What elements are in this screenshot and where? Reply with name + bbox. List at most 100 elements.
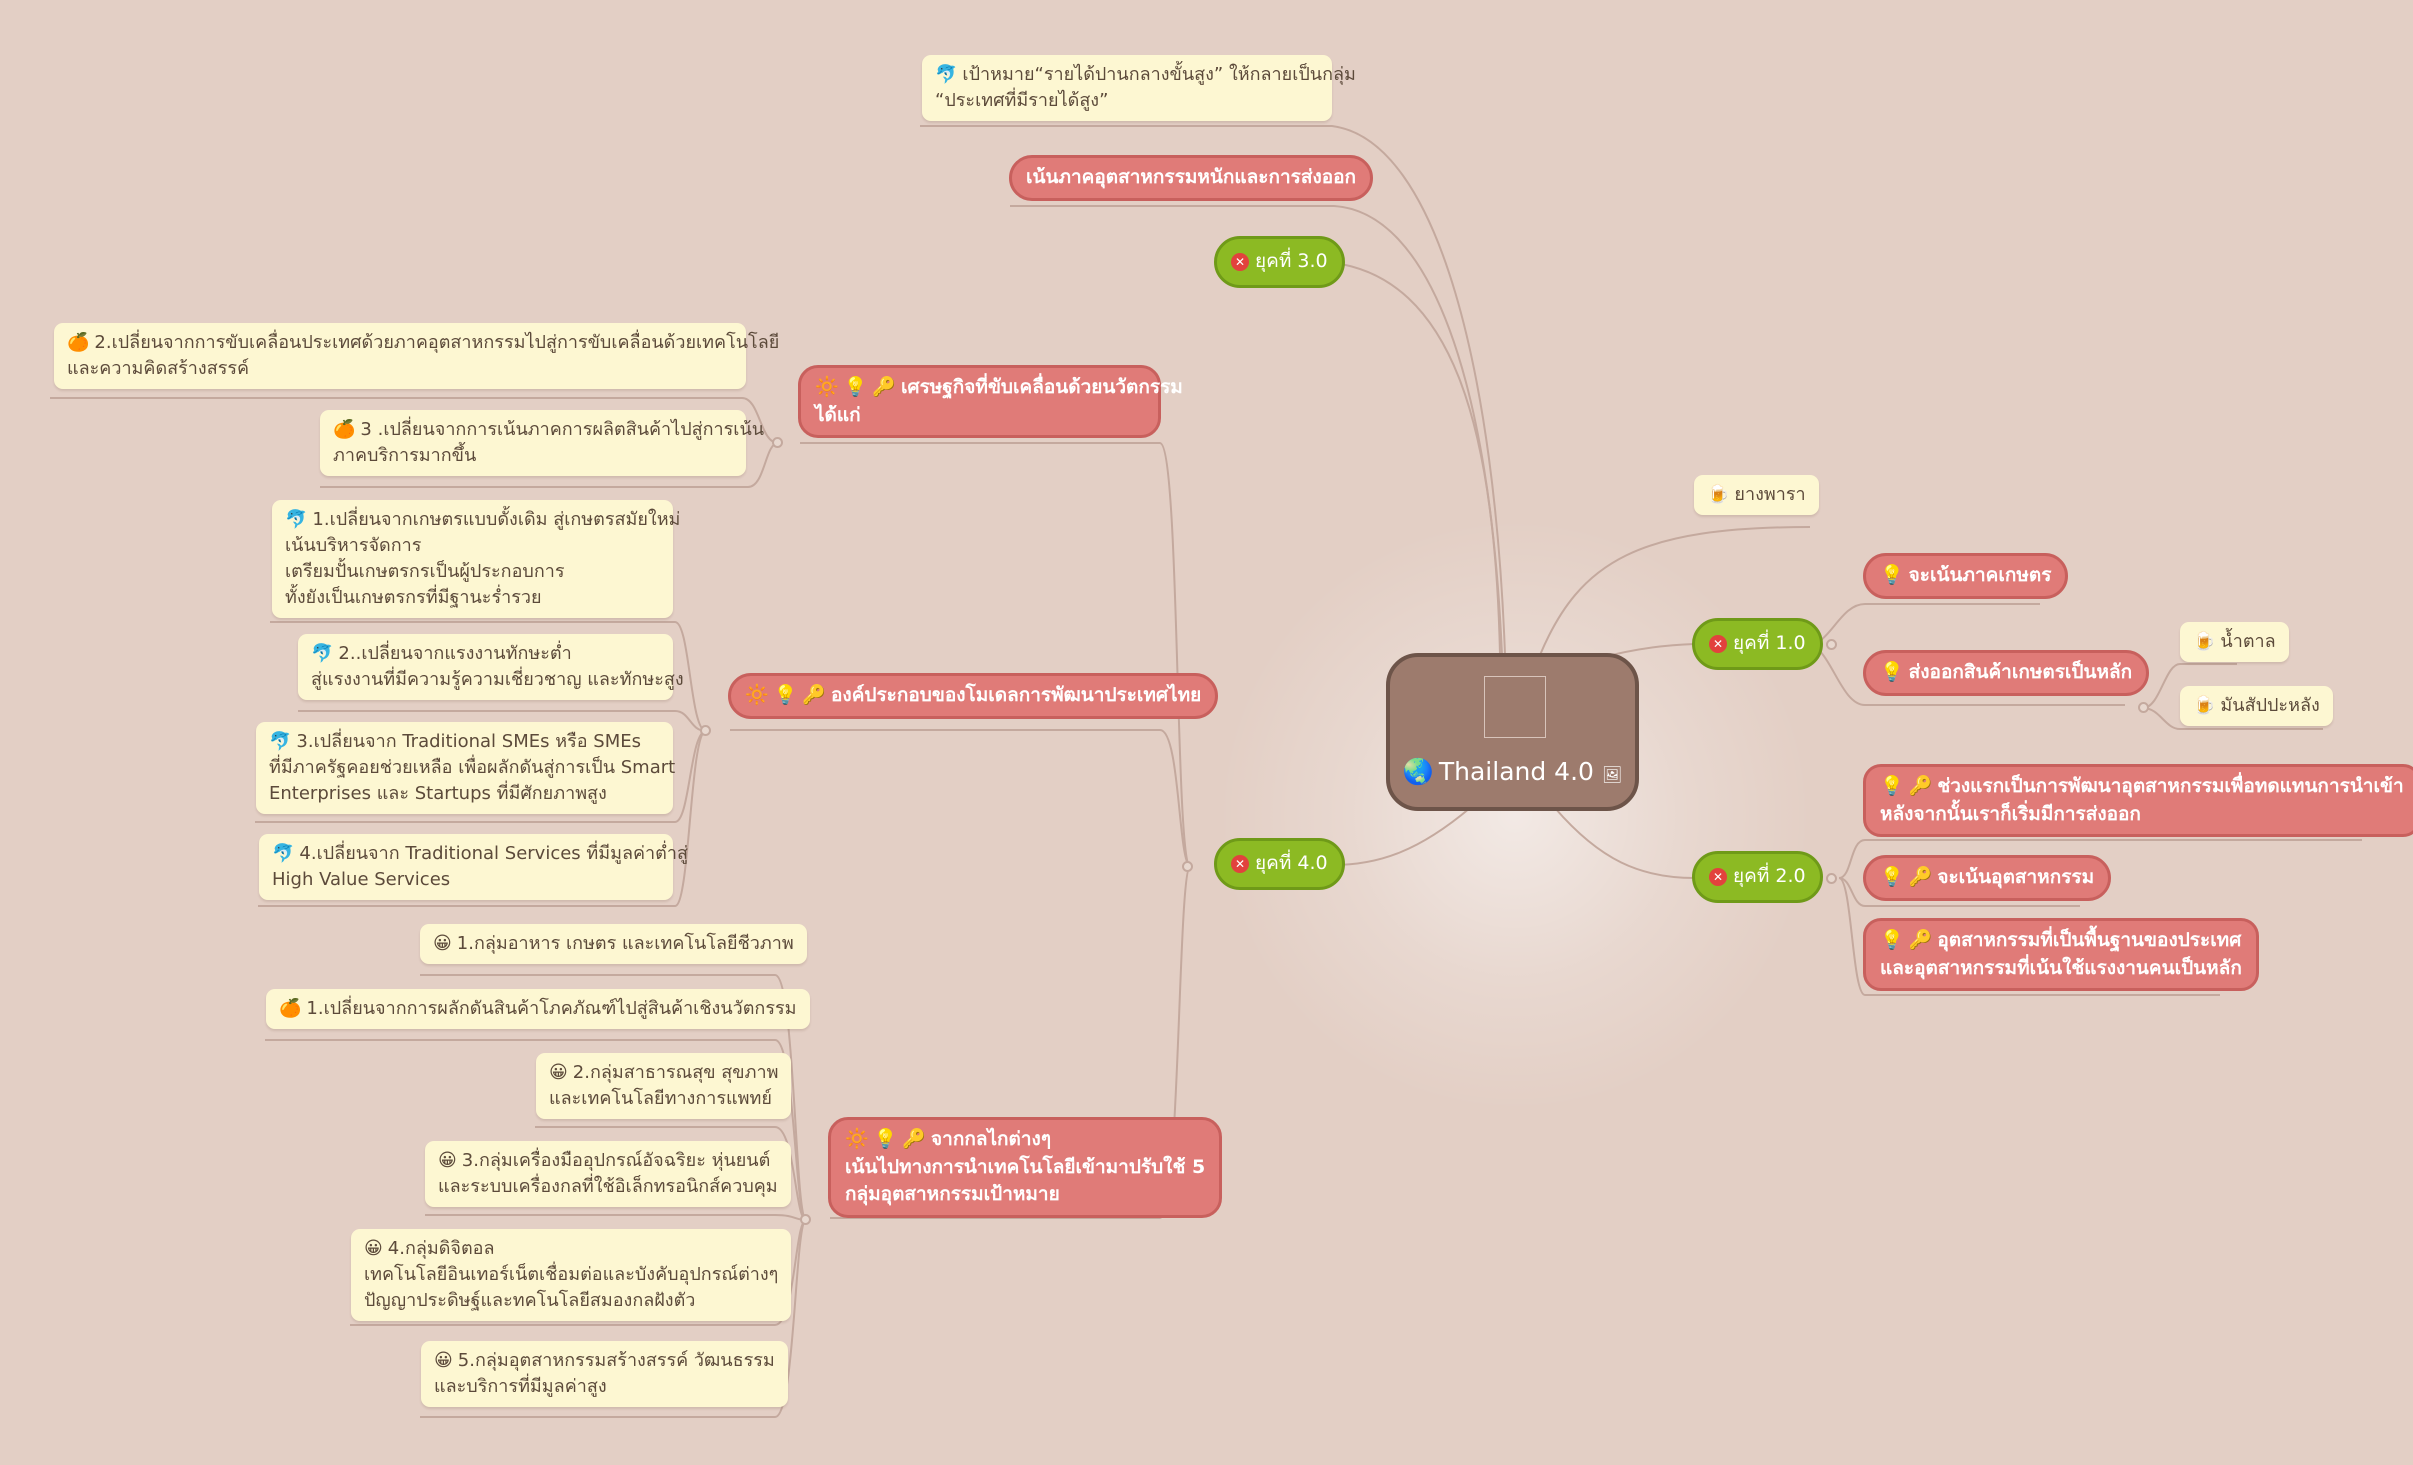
sun-icon: 🔆: [845, 1128, 869, 1150]
mechanism-child-2[interactable]: 🍊1.เปลี่ยนจากการผลักดันสินค้าโภคภัณฑ์ไปส…: [266, 989, 810, 1030]
model-child-4[interactable]: 🐬4.เปลี่ยนจาก Traditional Services ที่มี…: [259, 834, 688, 901]
globe-icon: 🌏: [1402, 757, 1434, 786]
model-child-3[interactable]: 🐬3.เปลี่ยนจาก Traditional SMEs หรือ SMEs…: [256, 722, 675, 815]
dolphin-icon: 🐬: [269, 731, 292, 752]
grin-icon: 😀: [434, 1350, 453, 1371]
innovation-economy-topic[interactable]: 🔆💡🔑เศรษฐกิจที่ขับเคลื่อนด้วยนวัตกรรม ได้…: [798, 365, 1183, 439]
dolphin-icon: 🐬: [285, 509, 308, 530]
era-4-node[interactable]: ✕ ยุคที่ 4.0: [1214, 838, 1345, 890]
link-model-4: [258, 730, 707, 907]
bulb-icon: 💡: [1880, 775, 1904, 797]
model-child-2[interactable]: 🐬2..เปลี่ยนจากแรงงานทักษะต่ำ สู่แรงงานที…: [298, 634, 684, 701]
mechanism-child-6[interactable]: 😀5.กลุ่มอุตสาหกรรมสร้างสรรค์ วัฒนธรรม แล…: [421, 1341, 788, 1408]
sugar-topic[interactable]: 🍺น้ำตาล: [2180, 622, 2289, 663]
bulb-icon: 💡: [773, 684, 798, 706]
beer-icon: 🍺: [2193, 631, 2216, 652]
mechanism-child-1[interactable]: 😀1.กลุ่มอาหาร เกษตร และเทคโนโลยีชีวภาพ: [420, 924, 807, 965]
collapse-dot-mechanism[interactable]: [800, 1214, 811, 1225]
no-entry-icon: ✕: [1709, 867, 1727, 886]
industry-focus-topic[interactable]: 💡🔑จะเน้นอุตสาหกรรม: [1863, 855, 2112, 901]
grin-icon: 😀: [549, 1062, 568, 1083]
bulb-icon: 💡: [1880, 866, 1904, 888]
collapse-dot-era2[interactable]: [1826, 873, 1837, 884]
collapse-dot-innovation[interactable]: [772, 437, 783, 448]
era-label: ยุคที่ 1.0: [1733, 632, 1806, 654]
link-root-goal: [920, 125, 1506, 656]
era3-heavy-industry-topic[interactable]: เน้นภาคอุตสาหกรรมหนักและการส่งออก: [1009, 155, 1374, 201]
grin-icon: 😀: [433, 933, 452, 954]
dolphin-icon: 🐬: [935, 64, 958, 85]
agri-export-topic[interactable]: 💡ส่งออกสินค้าเกษตรเป็นหลัก: [1863, 650, 2150, 696]
no-entry-icon: ✕: [1231, 854, 1249, 873]
link-model-3: [255, 730, 707, 823]
key-icon: 🔑: [1908, 775, 1933, 797]
rubber-topic[interactable]: 🍺ยางพารา: [1694, 475, 1819, 516]
agriculture-focus-topic[interactable]: 💡จะเน้นภาคเกษตร: [1863, 553, 2069, 599]
link-root-era2: [1554, 807, 1696, 879]
orange-icon: 🍊: [279, 998, 302, 1019]
link-root-rubber: [1539, 526, 1811, 656]
key-icon: 🔑: [902, 1128, 927, 1150]
dolphin-icon: 🐬: [311, 643, 334, 664]
era-2-node[interactable]: ✕ ยุคที่ 2.0: [1692, 851, 1823, 903]
innovation-child-1[interactable]: 🍊2.เปลี่ยนจากการขับเคลื่อนประเทศด้วยภาคอ…: [54, 323, 779, 390]
root-title: Thailand 4.0: [1438, 757, 1594, 786]
no-entry-icon: ✕: [1709, 634, 1727, 653]
root-glow: [1215, 515, 1815, 1115]
target-industries-topic[interactable]: 🔆💡🔑จากกลไกต่างๆ เน้นไปทางการนำเทคโนโลยีเ…: [828, 1117, 1223, 1218]
dolphin-icon: 🐬: [272, 843, 295, 864]
link-era1-agri: [1807, 603, 2040, 646]
mechanism-child-4[interactable]: 😀3.กลุ่มเครื่องมืออุปกรณ์อัจฉริยะ หุ่นยน…: [425, 1141, 791, 1208]
sun-icon: 🔆: [815, 376, 839, 398]
collapse-dot-era4[interactable]: [1182, 861, 1193, 872]
link-era4-model: [730, 729, 1191, 868]
root-topic[interactable]: 🌏Thailand 4.0 🖼: [1386, 653, 1639, 811]
grin-icon: 😀: [438, 1150, 457, 1171]
link-era2-c: [1838, 877, 2220, 996]
era-label: ยุคที่ 3.0: [1255, 250, 1328, 272]
bulb-icon: 💡: [1880, 929, 1904, 951]
mechanism-child-3[interactable]: 😀2.กลุ่มสาธารณสุข สุขภาพ และเทคโนโลยีทาง…: [536, 1053, 792, 1120]
link-root-era4: [1332, 807, 1471, 866]
collapse-dot-export[interactable]: [2138, 702, 2149, 713]
link-mech-6: [420, 1219, 807, 1418]
thailand-model-topic[interactable]: 🔆💡🔑องค์ประกอบของโมเดลการพัฒนาประเทศไทย: [728, 673, 1219, 719]
no-entry-icon: ✕: [1231, 252, 1249, 271]
link-root-heavy: [1010, 205, 1503, 656]
grin-icon: 😀: [364, 1238, 383, 1259]
import-substitution-topic[interactable]: 💡🔑ช่วงแรกเป็นการพัฒนาอุตสาหกรรมเพื่อทดแท…: [1863, 764, 2413, 838]
basic-industry-topic[interactable]: 💡🔑อุตสาหกรรมที่เป็นพื้นฐานของประเทศ และอ…: [1863, 918, 2259, 992]
key-icon: 🔑: [1908, 929, 1933, 951]
link-era2-a: [1838, 839, 2362, 879]
bulb-icon: 💡: [873, 1128, 898, 1150]
link-mech-4: [425, 1214, 807, 1221]
era-label: ยุคที่ 2.0: [1733, 865, 1806, 887]
key-icon: 🔑: [1908, 866, 1933, 888]
beer-icon: 🍺: [1707, 484, 1730, 505]
link-mech-2: [265, 1039, 807, 1221]
bulb-icon: 💡: [843, 376, 868, 398]
beer-icon: 🍺: [2193, 695, 2216, 716]
bulb-icon: 💡: [1880, 661, 1904, 683]
orange-icon: 🍊: [67, 332, 90, 353]
collapse-dot-era1[interactable]: [1826, 639, 1837, 650]
era-label: ยุคที่ 4.0: [1255, 852, 1328, 874]
bulb-icon: 💡: [1880, 564, 1904, 586]
era-3-node[interactable]: ✕ ยุคที่ 3.0: [1214, 236, 1345, 288]
sun-icon: 🔆: [745, 684, 769, 706]
era-1-node[interactable]: ✕ ยุคที่ 1.0: [1692, 618, 1823, 670]
link-root-era3: [1334, 262, 1501, 656]
collapse-dot-model[interactable]: [700, 725, 711, 736]
key-icon: 🔑: [802, 684, 827, 706]
model-child-1[interactable]: 🐬1.เปลี่ยนจากเกษตรแบบดั้งเดิม สู่เกษตรสม…: [272, 500, 680, 619]
picture-icon[interactable]: 🖼: [1601, 765, 1623, 784]
link-era2-b: [1838, 877, 2080, 907]
key-icon: 🔑: [872, 376, 897, 398]
link-era4-innovation: [800, 442, 1191, 868]
root-image-placeholder: [1484, 676, 1546, 738]
innovation-child-2[interactable]: 🍊3 .เปลี่ยนจากการเน้นภาคการผลิตสินค้าไปส…: [320, 410, 764, 477]
orange-icon: 🍊: [333, 419, 356, 440]
mechanism-child-5[interactable]: 😀4.กลุ่มดิจิตอล เทคโนโลยีอินเทอร์เน็ตเชื…: [351, 1229, 792, 1322]
era3-goal-topic[interactable]: 🐬เป้าหมาย“รายได้ปานกลางขั้นสูง” ให้กลายเ…: [922, 55, 1356, 122]
cassava-topic[interactable]: 🍺มันสัปปะหลัง: [2180, 686, 2333, 727]
